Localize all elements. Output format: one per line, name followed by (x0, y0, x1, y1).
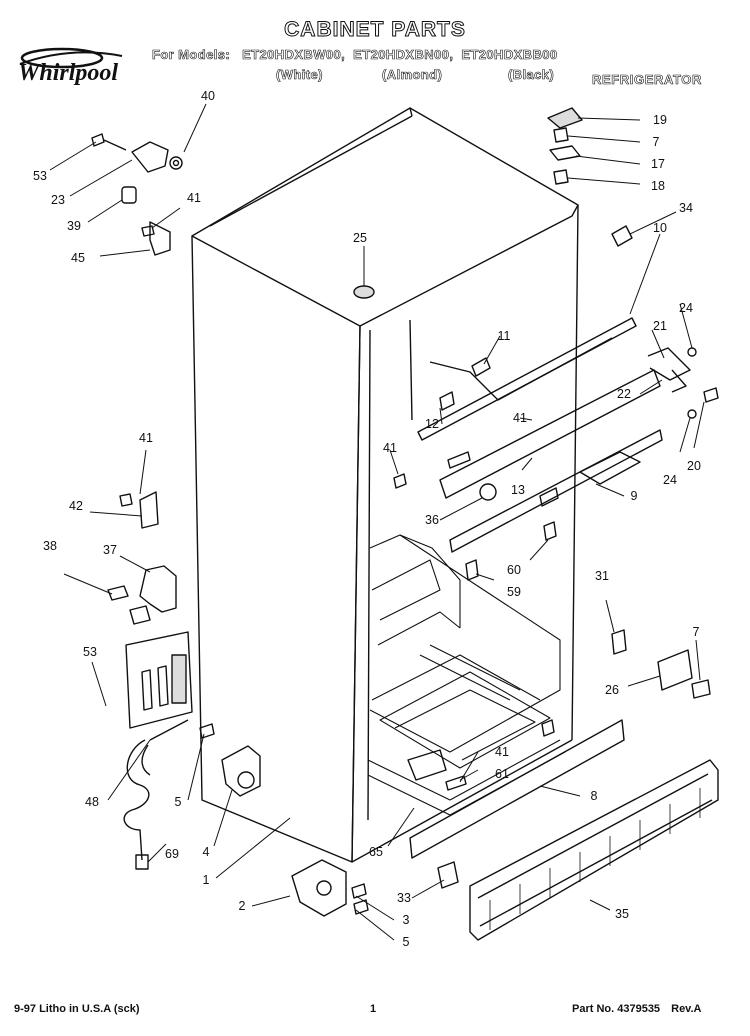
callout-number: 3 (403, 913, 410, 927)
right-hinge-assembly (547, 107, 633, 247)
callout-number: 7 (653, 135, 660, 149)
callout-number: 5 (175, 795, 182, 809)
lower-hinge-bracket (541, 629, 711, 737)
callout-number: 36 (425, 513, 439, 527)
page-title: CABINET PARTS (284, 18, 466, 42)
rollers-lower-brackets (199, 723, 459, 917)
part-number: Part No. 4379535 Rev.A (572, 1003, 702, 1015)
cabinet-shell (191, 107, 579, 863)
page-number: 1 (370, 1003, 377, 1015)
cabinet-interior (367, 534, 566, 816)
callout-number: 59 (507, 585, 521, 599)
callout-number: 40 (201, 89, 215, 103)
callout-number: 65 (369, 845, 383, 859)
callout-number: 41 (383, 441, 397, 455)
color-label: (White) (276, 67, 323, 83)
left-brackets (107, 491, 177, 625)
callout-number: 19 (653, 113, 667, 127)
callout-number: 61 (495, 767, 509, 781)
callout-number: 18 (651, 179, 665, 193)
callout-number: 48 (85, 795, 99, 809)
model-number: ET20HDXBW00 (242, 47, 342, 63)
callout-number: 2 (239, 899, 246, 913)
callout-number: 34 (679, 201, 693, 215)
models-prefix: For Models: (152, 47, 231, 63)
callout-number: 42 (69, 499, 83, 513)
model-list: For Models: ET20HDXBW00, ET20HDXBN00, ET… (152, 47, 558, 63)
callout-number: 25 (353, 231, 367, 245)
callout-number: 22 (617, 387, 631, 401)
callout-number: 53 (83, 645, 97, 659)
toe-grille (469, 759, 719, 941)
callout-number: 37 (103, 543, 117, 557)
kickplate (409, 719, 625, 859)
callout-labels: 40 53 23 39 41 45 25 19 7 17 18 34 10 11… (33, 89, 701, 949)
callout-number: 20 (687, 459, 701, 473)
callout-number: 41 (139, 431, 153, 445)
callout-number: 69 (165, 847, 179, 861)
color-label: (Black) (508, 67, 555, 83)
callout-number: 41 (187, 191, 201, 205)
svg-text:Whirlpool: Whirlpool (18, 60, 118, 86)
callout-number: 11 (498, 329, 511, 343)
callout-number: 60 (507, 563, 521, 577)
callout-number: 45 (71, 251, 85, 265)
color-label: (Almond) (382, 67, 443, 83)
small-fasteners (353, 285, 557, 791)
callout-number: 24 (663, 473, 677, 487)
revision: Rev.A (671, 1003, 702, 1015)
callout-number: 23 (51, 193, 65, 207)
callout-number: 21 (653, 319, 667, 333)
callout-number: 10 (653, 221, 667, 235)
callout-number: 8 (591, 789, 598, 803)
callout-number: 41 (495, 745, 509, 759)
callout-number: 31 (595, 569, 609, 583)
callout-number: 13 (511, 483, 525, 497)
model-number: ET20HDXBN00 (353, 47, 450, 63)
callout-number: 5 (403, 935, 410, 949)
litho-note: 9-97 Litho in U.S.A (sck) (14, 1003, 140, 1015)
whirlpool-logo: Whirlpool (18, 47, 123, 86)
model-number: ET20HDXBB00 (461, 47, 558, 63)
crossbar-rails (417, 317, 719, 553)
top-hinge-assembly (91, 133, 183, 256)
callout-number: 24 (679, 301, 693, 315)
callout-number: 7 (693, 625, 700, 639)
appliance-category: REFRIGERATOR (592, 72, 703, 88)
callout-number: 33 (397, 891, 411, 905)
callout-number: 4 (203, 845, 210, 859)
callout-number: 39 (67, 219, 81, 233)
side-panel-bracket (125, 631, 193, 729)
callout-number: 12 (425, 417, 439, 431)
callout-number: 41 (513, 411, 527, 425)
leader-lines (49, 103, 705, 941)
callout-number: 35 (615, 907, 629, 921)
callout-number: 1 (203, 873, 210, 887)
callout-number: 9 (631, 489, 638, 503)
part-number-value: Part No. 4379535 (572, 1003, 661, 1015)
callout-number: 53 (33, 169, 47, 183)
callout-number: 38 (43, 539, 57, 553)
callout-number: 17 (651, 157, 665, 171)
callout-number: 26 (605, 683, 619, 697)
